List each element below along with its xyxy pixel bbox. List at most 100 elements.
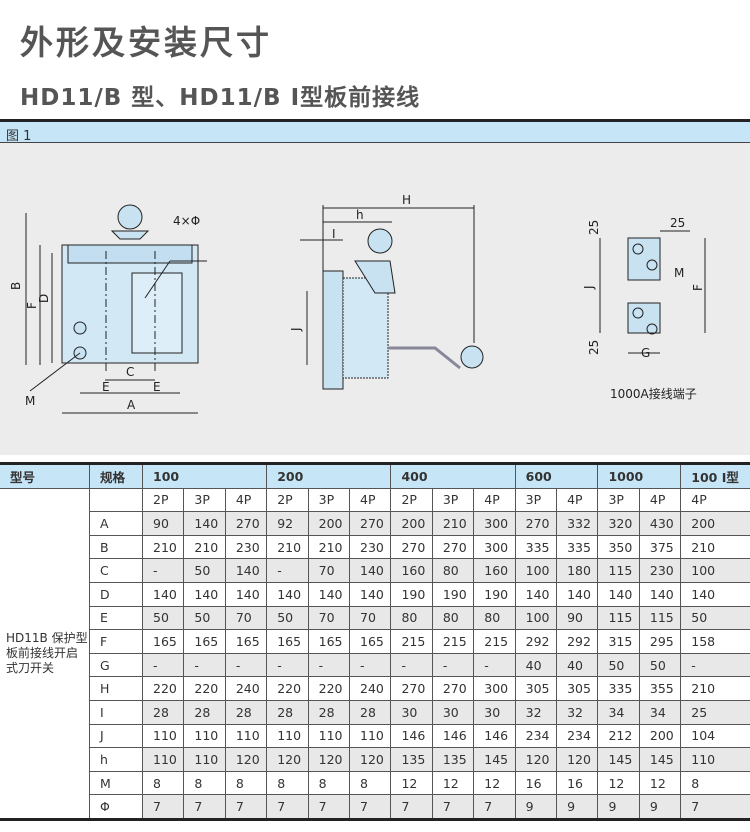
value-cell: 315 — [597, 629, 640, 654]
value-cell: 28 — [224, 699, 268, 725]
value-cell: 165 — [224, 629, 268, 654]
dim-H: H — [402, 193, 411, 207]
pole-cell: 4P — [473, 487, 516, 513]
value-cell: 200 — [307, 511, 351, 536]
value-cell: 234 — [514, 723, 558, 749]
value-cell: 100 — [514, 558, 558, 583]
dimension-key: B — [89, 534, 143, 560]
dimension-key: Φ — [89, 794, 143, 820]
value-cell: 210 — [680, 676, 750, 701]
dimension-key: F — [89, 629, 143, 654]
value-cell: 100 — [514, 605, 558, 631]
value-cell: - — [141, 558, 185, 583]
value-cell: 80 — [390, 605, 433, 631]
value-cell: 234 — [556, 723, 599, 749]
dimension-key: G — [89, 652, 143, 678]
value-cell: 240 — [224, 676, 268, 701]
value-cell: 7 — [266, 794, 309, 820]
value-cell: 50 — [266, 605, 309, 631]
dim-25-right: 25 — [670, 216, 685, 230]
value-cell: 146 — [390, 723, 433, 749]
pole-cell: 3P — [514, 487, 558, 513]
value-cell: 115 — [597, 605, 640, 631]
value-cell: 34 — [638, 699, 682, 725]
value-cell: 300 — [473, 511, 516, 536]
value-cell: - — [431, 652, 475, 678]
value-cell: 110 — [141, 723, 185, 749]
value-cell: - — [224, 652, 268, 678]
value-cell: 350 — [597, 534, 640, 560]
value-cell: 34 — [597, 699, 640, 725]
pole-cell: 3P — [183, 487, 226, 513]
dimension-key: C — [89, 558, 143, 583]
value-cell: 180 — [556, 558, 599, 583]
value-cell: 332 — [556, 511, 599, 536]
value-cell: 9 — [638, 794, 682, 820]
value-cell: 30 — [390, 699, 433, 725]
value-cell: - — [266, 652, 309, 678]
pole-cell: 2P — [266, 487, 309, 513]
value-cell: 7 — [431, 794, 475, 820]
value-cell: 110 — [266, 723, 309, 749]
value-cell: 335 — [514, 534, 558, 560]
value-cell: 335 — [597, 676, 640, 701]
terminal-caption: 1000A接线端子 — [610, 386, 697, 401]
value-cell: 292 — [556, 629, 599, 654]
value-cell: 30 — [473, 699, 516, 725]
value-cell: 9 — [597, 794, 640, 820]
value-cell: 190 — [390, 581, 433, 607]
value-cell: 115 — [597, 558, 640, 583]
value-cell: 292 — [514, 629, 558, 654]
dim-F-terminal: F — [691, 284, 705, 291]
dimension-key: h — [89, 747, 143, 772]
value-cell: 215 — [390, 629, 433, 654]
header-200: 200 — [266, 463, 392, 489]
value-cell: 240 — [349, 676, 392, 701]
value-cell: 110 — [349, 723, 392, 749]
pole-cell: 3P — [597, 487, 640, 513]
value-cell: 160 — [473, 558, 516, 583]
value-cell: 8 — [224, 770, 268, 796]
value-cell: 110 — [680, 747, 750, 772]
table-header-row: 型号 规格 100 200 400 600 1000 100 Ⅰ型 — [0, 463, 750, 489]
value-cell: 140 — [224, 558, 268, 583]
value-cell: 28 — [349, 699, 392, 725]
value-cell: 80 — [473, 605, 516, 631]
dimension-drawing: B F D M C E E A 4×Φ H h I J 25 25 25 J F… — [0, 143, 750, 455]
value-cell: 200 — [638, 723, 682, 749]
value-cell: 12 — [638, 770, 682, 796]
value-cell: 50 — [183, 605, 226, 631]
value-cell: 165 — [349, 629, 392, 654]
value-cell: - — [307, 652, 351, 678]
value-cell: 8 — [141, 770, 185, 796]
value-cell: 215 — [431, 629, 475, 654]
value-cell: 7 — [680, 794, 750, 820]
value-cell: 305 — [514, 676, 558, 701]
dim-25-top: 25 — [587, 220, 601, 235]
value-cell: - — [141, 652, 185, 678]
value-cell: 145 — [597, 747, 640, 772]
value-cell: 140 — [183, 581, 226, 607]
value-cell: 28 — [307, 699, 351, 725]
value-cell: 200 — [390, 511, 433, 536]
value-cell: 160 — [390, 558, 433, 583]
front-view — [25, 204, 207, 414]
value-cell: 158 — [680, 629, 750, 654]
value-cell: 50 — [141, 605, 185, 631]
value-cell: 375 — [638, 534, 682, 560]
value-cell: 7 — [224, 794, 268, 820]
value-cell: 25 — [680, 699, 750, 725]
value-cell: 8 — [266, 770, 309, 796]
pole-cell: 3P — [307, 487, 351, 513]
value-cell: 215 — [473, 629, 516, 654]
value-cell: 135 — [390, 747, 433, 772]
dimension-key: H — [89, 676, 143, 701]
value-cell: 230 — [638, 558, 682, 583]
dimension-table: 型号 规格 100 200 400 600 1000 100 Ⅰ型 HD11B … — [0, 462, 750, 821]
value-cell: 9 — [514, 794, 558, 820]
value-cell: - — [266, 558, 309, 583]
drawing-svg: B F D M C E E A 4×Φ H h I J 25 25 25 J F… — [9, 193, 706, 414]
